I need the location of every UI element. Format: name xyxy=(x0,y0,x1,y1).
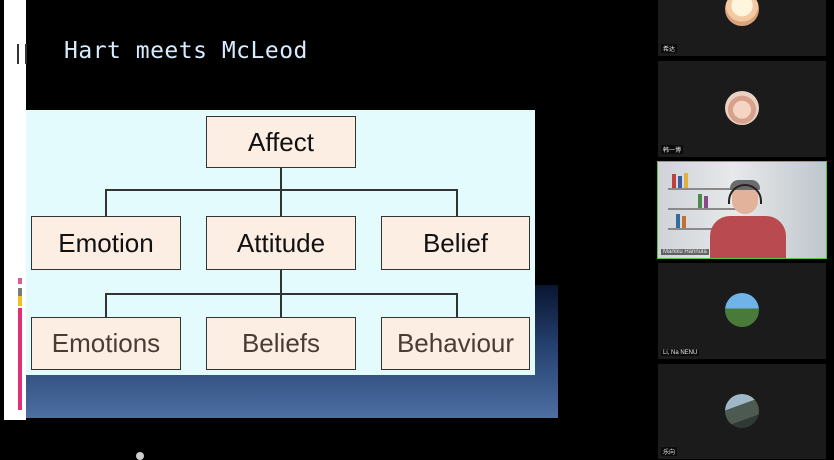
participant-tile[interactable]: 希达 xyxy=(658,0,826,56)
connector xyxy=(456,293,458,317)
accent-stripe xyxy=(18,288,22,296)
node-belief: Belief xyxy=(381,216,530,270)
connector xyxy=(456,189,458,216)
landscape-avatar-icon xyxy=(725,293,759,327)
bracket-icon xyxy=(17,44,27,64)
accent-stripe xyxy=(18,308,22,410)
accent-stripe xyxy=(18,296,22,306)
book xyxy=(678,176,682,188)
connector xyxy=(280,270,282,294)
participant-name: Li, Na NENU xyxy=(661,350,700,356)
book xyxy=(684,173,688,188)
person-body xyxy=(710,216,786,258)
node-emotions: Emotions xyxy=(31,317,181,370)
accent-stripe xyxy=(18,278,22,284)
participant-name: Markku Hannula xyxy=(661,249,709,255)
book xyxy=(676,214,680,228)
cursor-dot xyxy=(136,452,144,460)
connector xyxy=(280,293,282,317)
participant-name: 韩一博 xyxy=(661,145,684,154)
camera-video xyxy=(658,162,826,258)
node-affect: Affect xyxy=(206,116,356,168)
connector xyxy=(280,189,282,216)
node-emotion: Emotion xyxy=(31,216,181,270)
node-attitude: Attitude xyxy=(206,216,356,270)
book xyxy=(682,216,686,228)
node-beliefs: Beliefs xyxy=(206,317,356,370)
bookshelf xyxy=(668,228,748,230)
book xyxy=(698,194,702,208)
person-avatar-icon xyxy=(725,91,759,125)
node-behaviour: Behaviour xyxy=(381,317,530,370)
participant-name: 乐向 xyxy=(661,447,678,456)
shared-slide: Hart meets McLeod Affect Emotion Attitud… xyxy=(4,0,558,460)
connector xyxy=(105,293,107,317)
cartoon-avatar-icon xyxy=(725,0,759,26)
book xyxy=(672,174,676,188)
connector xyxy=(105,189,107,216)
bookshelf xyxy=(668,208,748,210)
connector xyxy=(280,167,282,190)
hierarchy-diagram: Affect Emotion Attitude Belief Emotions … xyxy=(26,110,535,375)
book xyxy=(704,196,708,208)
participant-tile[interactable]: Li, Na NENU xyxy=(658,263,826,359)
slide-title: Hart meets McLeod xyxy=(64,38,308,64)
participant-tile[interactable]: 韩一博 xyxy=(658,61,826,157)
landscape-avatar-icon xyxy=(725,394,759,428)
bookshelf xyxy=(668,188,748,190)
participant-tile-active[interactable]: Markku Hannula xyxy=(657,161,827,259)
participant-tile[interactable]: 乐向 xyxy=(658,364,826,459)
participant-name: 希达 xyxy=(661,44,678,53)
